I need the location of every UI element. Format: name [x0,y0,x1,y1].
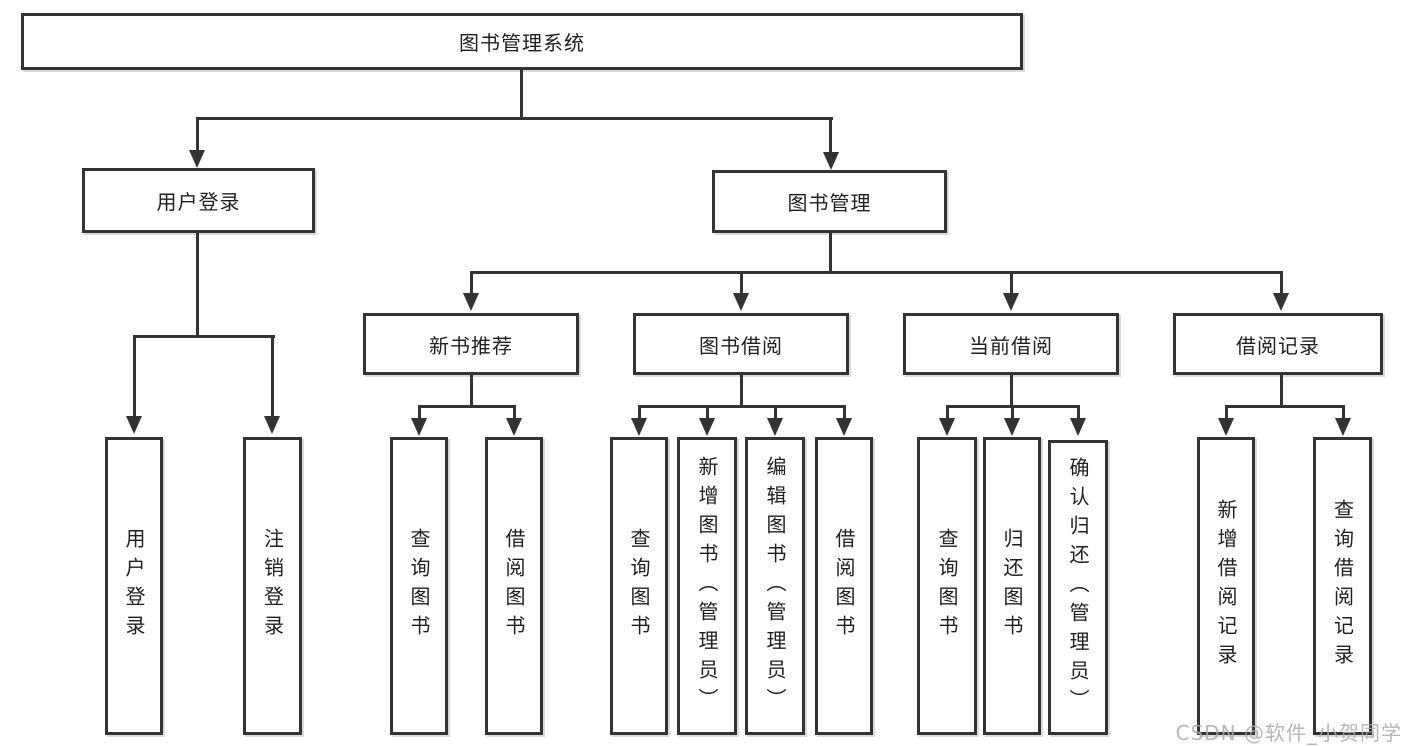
leaf-label: 确认归还（管理员） [1066,457,1090,718]
leaf-query-borrow-record: 查询借阅记录 [1313,437,1372,735]
leaf-query-books-current: 查询图书 [917,437,977,735]
node-book-management: 图书管理 [712,170,947,233]
connector-line [740,375,743,407]
arrowhead-down-icon [463,293,479,311]
connector-line [1225,405,1345,408]
connector-line [418,405,421,419]
connector-line [1011,405,1014,419]
node-current-borrowing: 当前借阅 [903,313,1119,375]
node-label: 当前借阅 [969,333,1053,358]
leaf-logout-login: 注销登录 [243,437,302,735]
connector-line [271,335,274,417]
connector-line [513,405,516,419]
arrowhead-down-icon [1218,418,1234,436]
connector-line [829,233,832,273]
leaf-confirm-return-admin: 确认归还（管理员） [1048,440,1108,735]
connector-line [196,117,833,120]
connector-line [133,335,275,338]
arrowhead-down-icon [411,418,427,436]
arrowhead-down-icon [939,418,955,436]
leaf-add-book-admin: 新增图书（管理员） [677,437,737,735]
connector-line [1010,375,1013,407]
node-borrow-records: 借阅记录 [1173,313,1383,375]
leaf-label: 查询图书 [627,528,651,644]
connector-line [1280,375,1283,407]
node-library-system: 图书管理系统 [21,13,1023,70]
leaf-label: 注销登录 [260,528,285,644]
connector-line [829,117,832,153]
arrowhead-down-icon [631,418,647,436]
connector-line [1225,405,1228,419]
node-new-book-recommend: 新书推荐 [363,313,579,375]
node-label: 借阅记录 [1236,333,1320,358]
leaf-return-book: 归还图书 [983,437,1041,735]
connector-line [706,405,709,419]
csdn-watermark: CSDN @软件_小贺同学 [1175,721,1402,745]
connector-line [638,405,641,419]
leaf-edit-book-admin: 编辑图书（管理员） [745,437,805,735]
node-label: 新书推荐 [429,333,513,358]
arrowhead-down-icon [1335,418,1351,436]
arrowhead-down-icon [1070,418,1086,436]
arrowhead-down-icon [823,152,839,170]
arrowhead-down-icon [733,293,749,311]
arrowhead-down-icon [126,416,142,434]
leaf-borrow-books-borrowing: 借阅图书 [815,437,873,735]
leaf-label: 归还图书 [1000,528,1024,644]
node-book-borrowing: 图书借阅 [633,313,849,375]
connector-line [470,375,473,407]
leaf-label: 借阅图书 [832,528,856,644]
connector-line [740,271,743,294]
connector-line [470,271,1282,274]
node-label: 图书管理 [787,191,872,215]
leaf-label: 新增图书（管理员） [695,455,719,717]
connector-line [638,405,846,408]
arrowhead-down-icon [1004,418,1020,436]
connector-line [843,405,846,419]
leaf-borrow-books-recommend: 借阅图书 [485,437,543,735]
connector-line [1342,405,1345,419]
connector-line [1077,405,1080,419]
node-label: 用户登录 [156,190,241,214]
connector-line [470,271,473,294]
connector-line [1010,271,1013,294]
arrowhead-down-icon [506,418,522,436]
arrowhead-down-icon [189,150,205,168]
connector-line [774,405,777,419]
leaf-label: 编辑图书（管理员） [763,455,787,717]
leaf-label: 用户登录 [122,528,146,644]
connector-line [946,405,949,419]
arrowhead-down-icon [1273,293,1289,311]
leaf-user-login: 用户登录 [105,437,163,735]
node-label: 图书借阅 [699,333,783,358]
arrowhead-down-icon [767,418,783,436]
connector-line [520,70,523,119]
leaf-label: 查询图书 [407,528,431,644]
arrowhead-down-icon [1003,293,1019,311]
connector-line [418,405,516,408]
leaf-label: 新增借阅记录 [1214,499,1238,673]
leaf-query-books-recommend: 查询图书 [390,437,448,735]
arrowhead-down-icon [836,418,852,436]
leaf-label: 借阅图书 [502,528,526,644]
arrowhead-down-icon [264,416,280,434]
leaf-label: 查询借阅记录 [1330,499,1355,673]
connector-line [196,233,199,337]
leaf-label: 查询图书 [935,528,959,644]
connector-line [133,335,136,417]
leaf-query-books-borrowing: 查询图书 [610,437,668,735]
leaf-add-borrow-record: 新增借阅记录 [1197,437,1255,735]
node-user-login: 用户登录 [82,168,315,233]
arrowhead-down-icon [699,418,715,436]
connector-line [1280,271,1283,294]
connector-line [196,117,199,151]
node-label: 图书管理系统 [459,31,585,55]
